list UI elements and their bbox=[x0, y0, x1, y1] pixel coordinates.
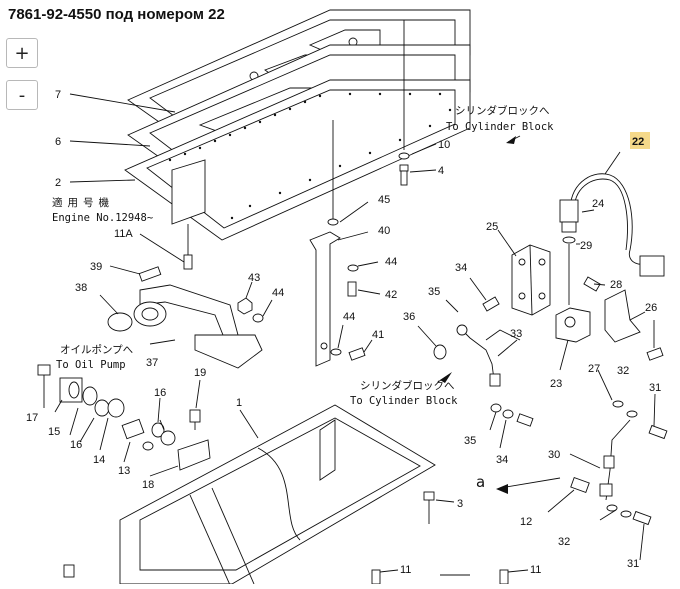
callout-11-b: 11 bbox=[400, 564, 411, 576]
callout-42: 42 bbox=[385, 289, 397, 301]
plate-bracket bbox=[139, 159, 206, 270]
fitting-12 bbox=[547, 476, 590, 513]
callout-30: 30 bbox=[548, 449, 560, 461]
callout-45: 45 bbox=[378, 194, 390, 206]
diagram-notes: シリンダブロックへ To Cylinder Block 適用号機 Engine … bbox=[52, 104, 554, 491]
fittings-35-34 bbox=[489, 403, 534, 449]
bracket-25 bbox=[497, 229, 551, 316]
callout-18: 18 bbox=[142, 479, 154, 491]
callout-25: 25 bbox=[486, 221, 498, 233]
callout-6: 6 bbox=[55, 136, 61, 148]
oil-pipe-33 bbox=[456, 324, 521, 387]
note-cylinder-block-mid-jp: シリンダブロックへ bbox=[360, 379, 455, 392]
note-engine-jp: 適用号機 bbox=[52, 196, 114, 209]
callout-15: 15 bbox=[48, 426, 60, 438]
callout-14: 14 bbox=[93, 454, 105, 466]
bolt-3 bbox=[423, 491, 455, 524]
note-cylinder-block-top-en: To Cylinder Block bbox=[446, 121, 554, 133]
callout-44-a: 44 bbox=[272, 287, 284, 299]
callout-23: 23 bbox=[550, 378, 562, 390]
callout-29: 29 bbox=[580, 240, 592, 252]
callout-16-b: 16 bbox=[70, 439, 82, 451]
bolt-holes bbox=[168, 92, 452, 220]
oil-pipe-30 bbox=[569, 419, 652, 561]
callout-16-a: 16 bbox=[154, 387, 166, 399]
callout-28: 28 bbox=[610, 279, 622, 291]
callout-13: 13 bbox=[118, 465, 130, 477]
callout-10: 10 bbox=[438, 139, 450, 151]
callout-37: 37 bbox=[146, 357, 158, 369]
callout-11a: 11A bbox=[114, 228, 133, 240]
callout-17: 17 bbox=[26, 412, 38, 424]
callout-38: 38 bbox=[75, 282, 87, 294]
callout-34-a: 34 bbox=[455, 262, 467, 274]
nut-43 bbox=[237, 281, 273, 323]
note-oil-pump-en: To Oil Pump bbox=[56, 359, 126, 371]
note-cylinder-block-mid-en: To Cylinder Block bbox=[350, 395, 458, 407]
zoom-in-button[interactable]: + bbox=[6, 38, 38, 68]
callout-40: 40 bbox=[378, 225, 390, 237]
callout-35-b: 35 bbox=[464, 435, 476, 447]
nipple-36 bbox=[417, 325, 447, 360]
reference-a: a bbox=[476, 473, 485, 491]
bolts-11 bbox=[371, 569, 529, 585]
bolt-34 bbox=[445, 277, 500, 313]
callout-32-b: 32 bbox=[558, 536, 570, 548]
callout-22: 22 bbox=[632, 136, 644, 148]
oil-pan-1 bbox=[119, 404, 436, 586]
callout-19: 19 bbox=[194, 367, 206, 379]
note-cylinder-block-top-jp: シリンダブロックへ bbox=[455, 104, 550, 117]
callout-41: 41 bbox=[372, 329, 384, 341]
callout-39: 39 bbox=[90, 261, 102, 273]
callout-31-b: 31 bbox=[627, 558, 639, 570]
bolt-4-10 bbox=[398, 20, 437, 186]
callout-44-c: 44 bbox=[343, 311, 355, 323]
bracket-26 bbox=[597, 289, 646, 418]
callout-43: 43 bbox=[248, 272, 260, 284]
callout-12: 12 bbox=[520, 516, 532, 528]
callout-35-a: 35 bbox=[428, 286, 440, 298]
nut-44-bolt-41 bbox=[330, 324, 373, 361]
oil-pump-parts bbox=[37, 364, 211, 578]
callout-26: 26 bbox=[645, 302, 657, 314]
note-oil-pump-jp: オイルポンプへ bbox=[60, 344, 133, 356]
note-engine-en: Engine No.12948~ bbox=[52, 212, 153, 224]
callout-labels: 7 6 2 10 4 22 11A 45 40 24 25 39 38 43 4… bbox=[26, 89, 661, 576]
bracket-40 bbox=[309, 120, 369, 367]
callout-32-a: 32 bbox=[617, 365, 629, 377]
callout-27: 27 bbox=[588, 363, 600, 375]
callout-11-c: 11 bbox=[530, 564, 541, 576]
callout-24: 24 bbox=[592, 198, 604, 210]
callout-33: 33 bbox=[510, 328, 522, 340]
fitting-23 bbox=[555, 243, 606, 371]
bolt-31 bbox=[646, 320, 668, 440]
page-title: 7861-92-4550 под номером 22 bbox=[8, 6, 225, 23]
callout-34-b: 34 bbox=[496, 454, 508, 466]
highlight-22 bbox=[630, 132, 650, 149]
oil-pipe-37 bbox=[99, 284, 263, 369]
bolt-39 bbox=[109, 265, 162, 282]
callout-31-a: 31 bbox=[649, 382, 661, 394]
gasket-plate-2 bbox=[124, 79, 471, 241]
nut-44-bolt-42 bbox=[347, 261, 381, 297]
callout-1: 1 bbox=[236, 397, 242, 409]
callout-2: 2 bbox=[55, 177, 61, 189]
callout-36: 36 bbox=[403, 311, 415, 323]
callout-3: 3 bbox=[457, 498, 463, 510]
callout-4: 4 bbox=[438, 165, 444, 177]
callout-44-b: 44 bbox=[385, 256, 397, 268]
hose-22 bbox=[559, 151, 665, 277]
zoom-out-button[interactable]: - bbox=[6, 80, 38, 110]
callout-7: 7 bbox=[55, 89, 61, 101]
